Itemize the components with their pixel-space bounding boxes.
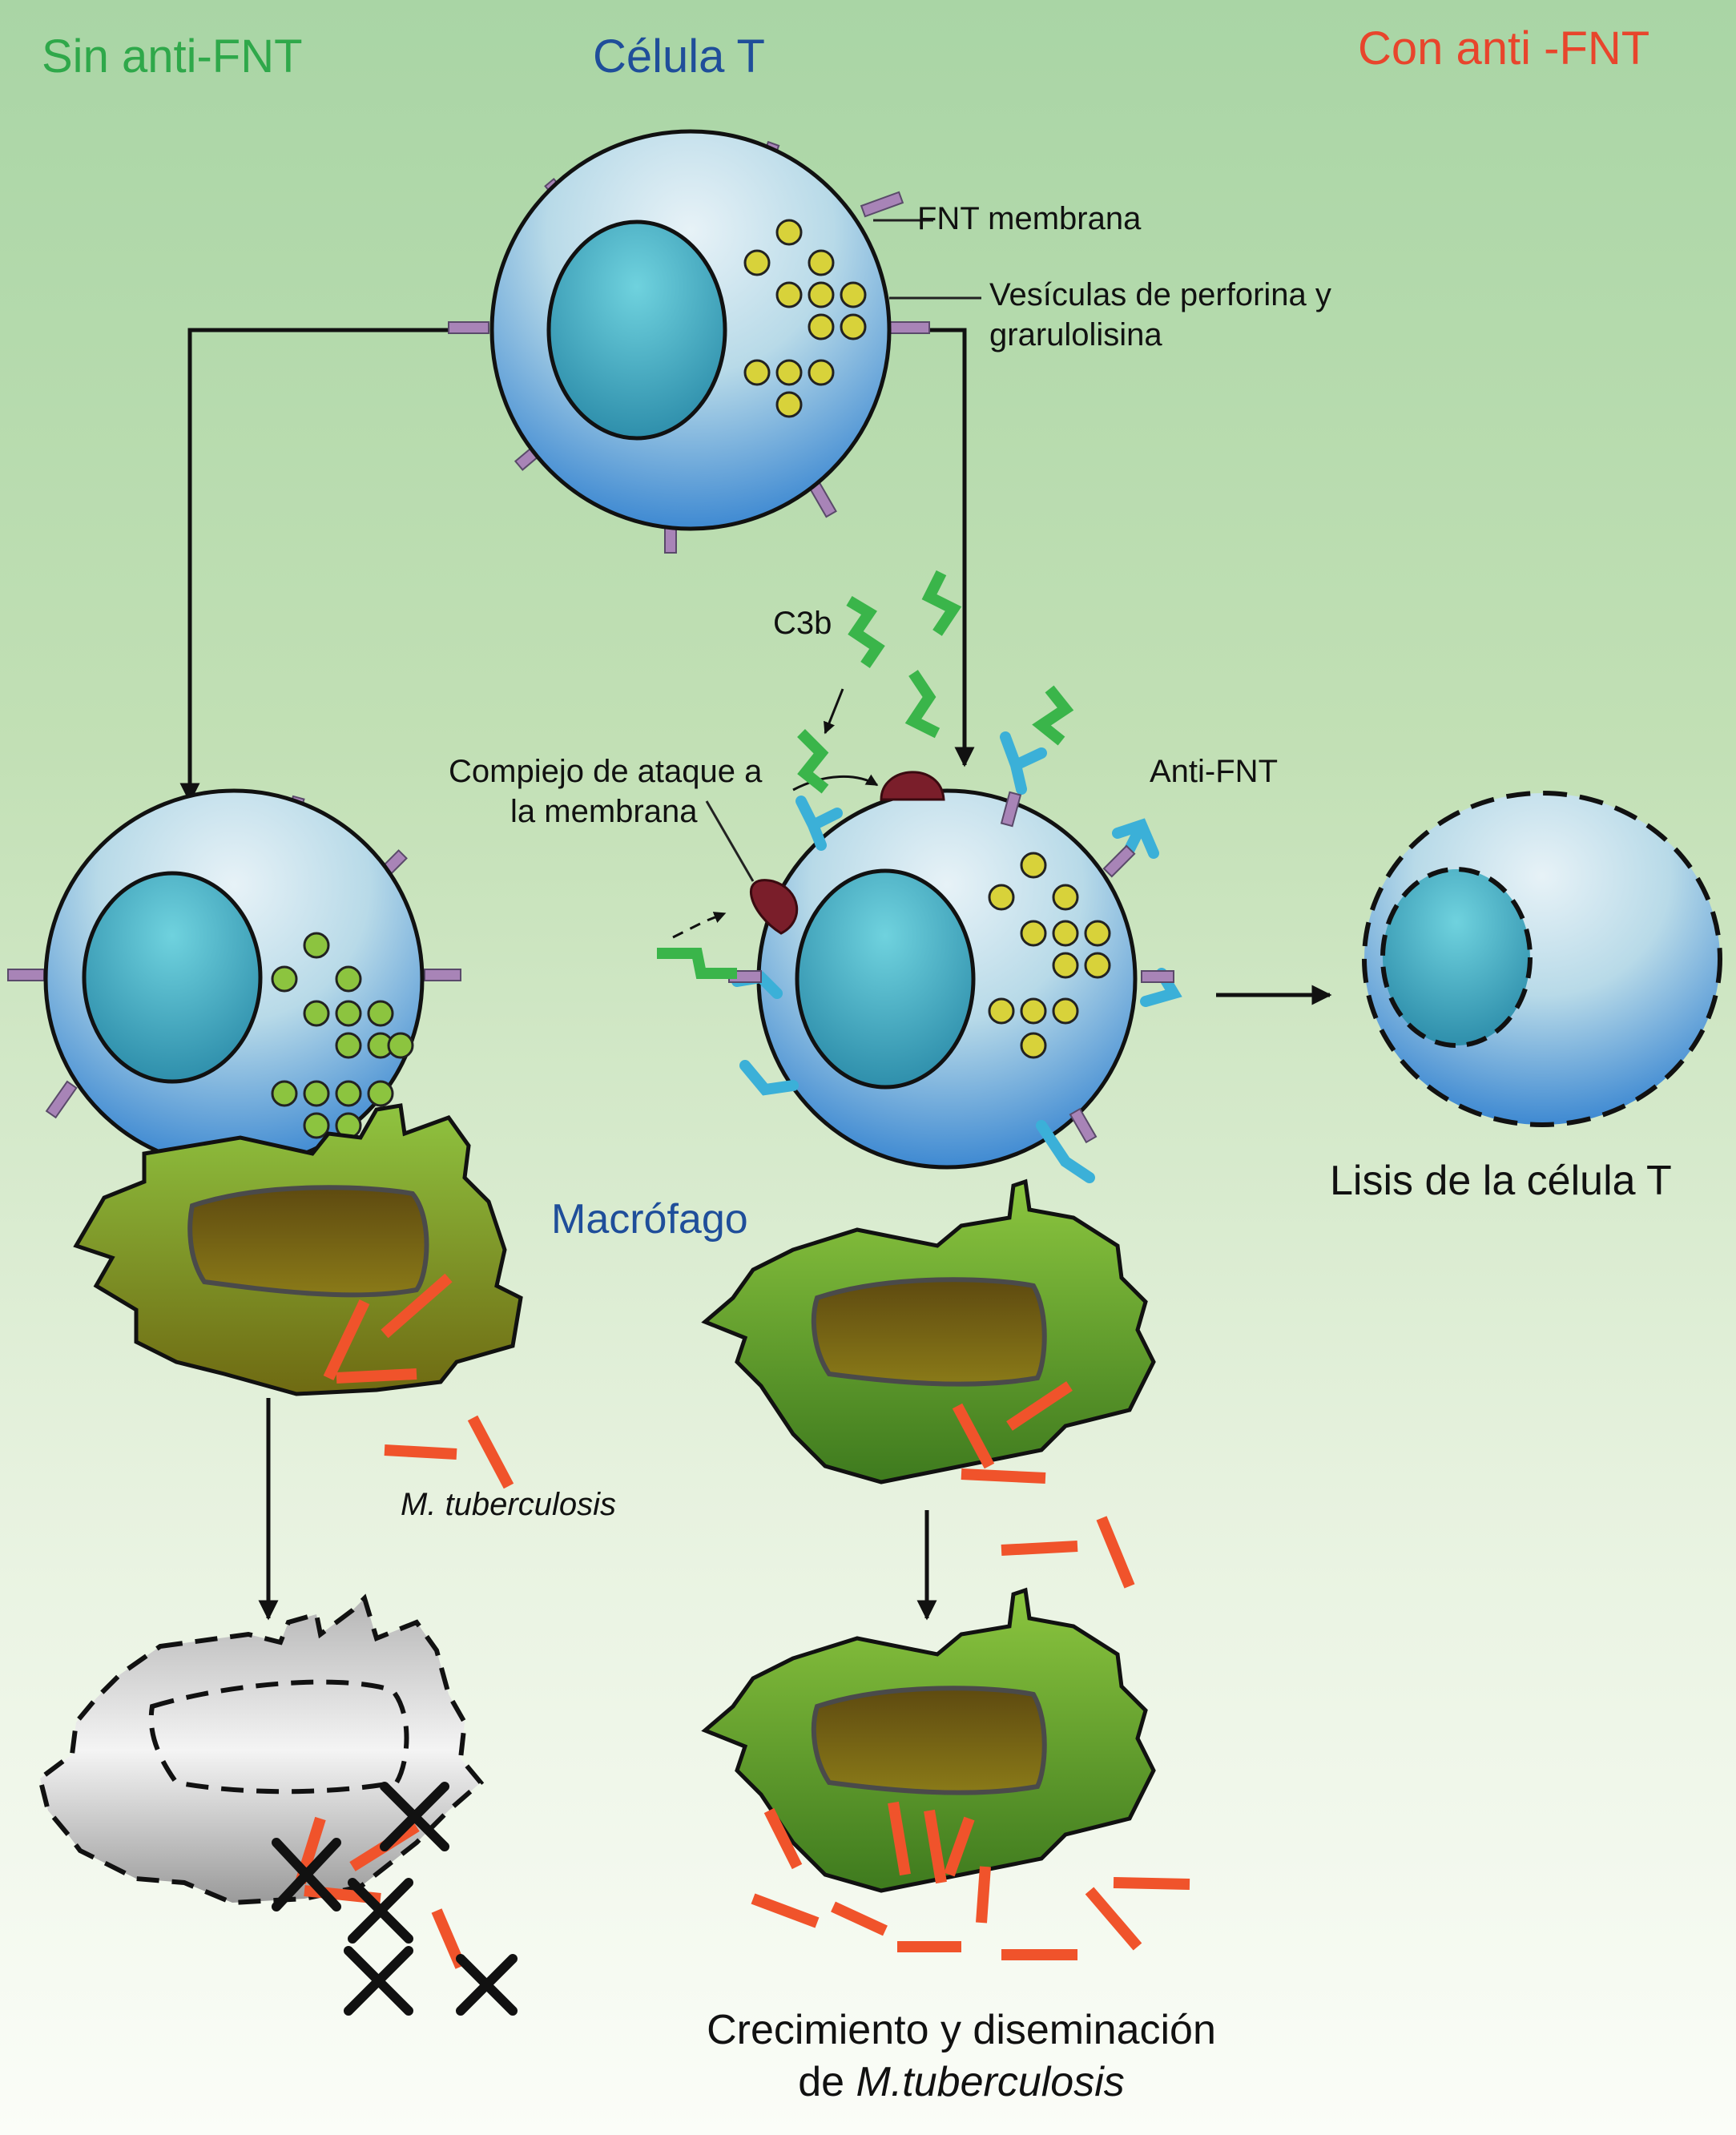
t-cell-icon — [7, 788, 461, 1170]
label-anti-fnt: Anti-FNT — [1150, 754, 1278, 789]
bacteria-icon — [295, 1273, 1190, 1969]
arrow-to-left-tcell — [179, 328, 485, 804]
t-cell-icon — [657, 570, 1182, 1183]
header-con-anti-fnt-text: Con anti -FNT — [1358, 22, 1650, 75]
label-lisis: Lisis de la célula T — [1330, 1158, 1672, 1204]
label-crecimiento-italic: M.tuberculosis — [856, 2059, 1125, 2105]
header-celula-t-text: Célula T — [593, 30, 765, 83]
label-crecimiento-prefix: de — [798, 2059, 856, 2105]
header-sin-anti-fnt-text: Sin anti-FNT — [42, 30, 303, 83]
label-vesiculas-line1: Vesículas de perforina y — [989, 277, 1331, 312]
dead-bacteria-marks — [272, 1782, 518, 2016]
label-macrofago: Macrófago — [551, 1196, 748, 1243]
label-vesiculas-line2: grarulolisina — [989, 317, 1162, 352]
label-crecimiento-line2: de M.tuberculosis — [657, 2059, 1266, 2107]
header-con-anti-fnt: Con anti -FNT — [1358, 22, 1649, 76]
header-celula-t: Célula T — [593, 30, 765, 84]
label-c3b: C3b — [773, 606, 832, 641]
label-m-tuberculosis: M. tuberculosis — [401, 1487, 616, 1522]
label-fnt-membrana: FNT membrana — [917, 201, 1142, 236]
membrane-attack-complex-icon — [750, 771, 945, 935]
t-cell-icon — [448, 129, 981, 554]
c3b-icon — [657, 570, 1074, 979]
macrophage-icon — [73, 1103, 523, 1396]
header-sin-anti-fnt: Sin anti-FNT — [42, 30, 303, 84]
label-complejo-line2: la membrana — [510, 794, 698, 829]
vesicle-icons — [743, 219, 867, 418]
macrophage-icon — [701, 1587, 1156, 1893]
dead-cell-icon — [37, 1593, 485, 1906]
label-crecimiento-line1: Crecimiento y diseminación — [707, 2007, 1216, 2053]
dead-cell-icon — [1362, 791, 1722, 1127]
macrophage-icon — [701, 1178, 1156, 1484]
label-complejo-line1: Compiejo de ataque a — [449, 754, 763, 789]
